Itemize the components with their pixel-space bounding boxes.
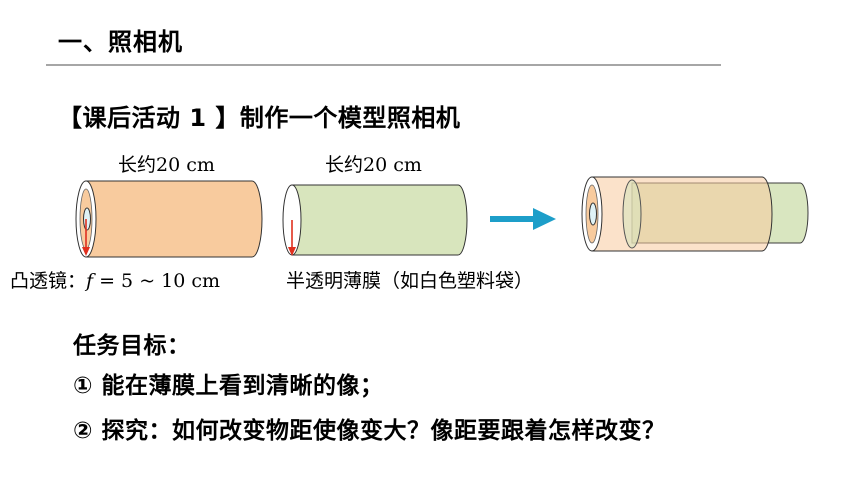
outer-tube-length-label: 长约20 cm [118,154,215,176]
assembly-arrow-icon [490,208,556,230]
task-item: ① 能在薄膜上看到清晰的像； [73,373,384,399]
task-item: ② 探究：如何改变物距使像变大？像距要跟着怎样改变？ [73,418,666,444]
convex-lens-drawing [83,207,91,231]
convex-lens-caption: 凸透镜：f = 5 ~ 10 cm [10,270,221,292]
title-divider [46,64,721,66]
task-heading: 任务目标： [73,333,191,359]
section-title: 一、照相机 [58,28,183,56]
assembled-camera-drawing [581,176,809,252]
inner-tube-drawing [282,184,468,256]
outer-tube-drawing [75,180,263,258]
inner-tube-length-label: 长约20 cm [325,154,422,176]
film-caption: 半透明薄膜（如白色塑料袋） [286,270,534,292]
activity-title: 【课后活动 1 】制作一个模型照相机 [58,104,461,132]
